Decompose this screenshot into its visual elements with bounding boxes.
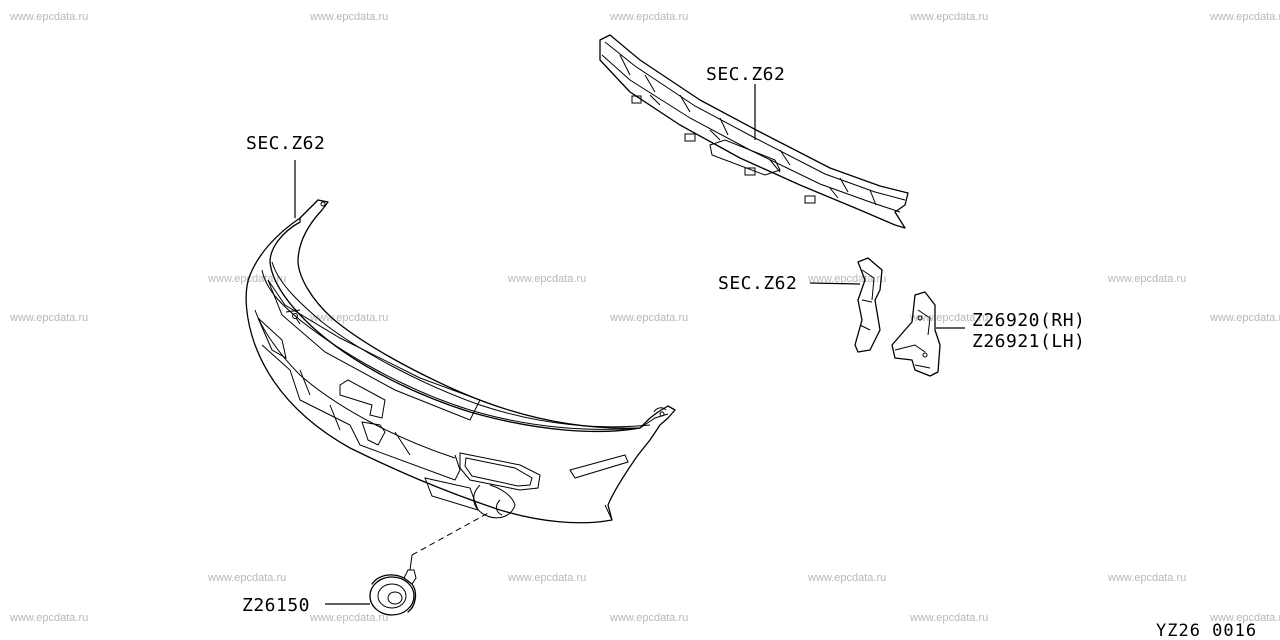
watermark: www.epcdata.ru — [909, 312, 988, 324]
watermark: www.epcdata.ru — [609, 312, 688, 324]
watermark: www.epcdata.ru — [507, 572, 586, 584]
callout-bracket-lh[interactable]: Z26921(LH) — [972, 331, 1085, 352]
front-bumper-fascia[interactable] — [245, 199, 676, 524]
watermark: www.epcdata.ru — [1209, 612, 1280, 624]
leader-sec-bracket — [809, 282, 861, 285]
callout-sec-fascia[interactable]: SEC.Z62 — [246, 133, 325, 154]
watermark: www.epcdata.ru — [1107, 572, 1186, 584]
fog-lamp[interactable] — [369, 554, 417, 616]
watermark: www.epcdata.ru — [909, 11, 988, 23]
watermark: www.epcdata.ru — [309, 612, 388, 624]
fog-lamp-install-line — [411, 511, 491, 556]
watermark: www.epcdata.ru — [309, 312, 388, 324]
watermark: www.epcdata.ru — [309, 11, 388, 23]
watermark: www.epcdata.ru — [1209, 11, 1280, 23]
watermark: www.epcdata.ru — [807, 572, 886, 584]
watermark: www.epcdata.ru — [909, 612, 988, 624]
callout-sec-reinforcement[interactable]: SEC.Z62 — [706, 64, 785, 85]
watermark: www.epcdata.ru — [609, 612, 688, 624]
watermark: www.epcdata.ru — [9, 312, 88, 324]
watermark: www.epcdata.ru — [609, 11, 688, 23]
bumper-side-bracket[interactable] — [891, 291, 941, 377]
bumper-reinforcement[interactable] — [599, 34, 909, 229]
callout-fog-lamp[interactable]: Z26150 — [242, 595, 310, 616]
watermark: www.epcdata.ru — [207, 572, 286, 584]
watermark: www.epcdata.ru — [9, 11, 88, 23]
diagram-reference: YZ26 0016 — [1156, 621, 1257, 640]
bumper-mount-bracket[interactable] — [854, 257, 883, 353]
watermark: www.epcdata.ru — [1107, 273, 1186, 285]
watermark-layer: www.epcdata.ru www.epcdata.ru www.epcdat… — [9, 11, 1280, 624]
watermark: www.epcdata.ru — [9, 612, 88, 624]
leader-lines — [294, 84, 965, 605]
watermark: www.epcdata.ru — [507, 273, 586, 285]
callout-sec-bracket[interactable]: SEC.Z62 — [718, 273, 797, 294]
watermark: www.epcdata.ru — [807, 273, 886, 285]
watermark: www.epcdata.ru — [1209, 312, 1280, 324]
callout-bracket-rh[interactable]: Z26920(RH) — [972, 310, 1085, 331]
